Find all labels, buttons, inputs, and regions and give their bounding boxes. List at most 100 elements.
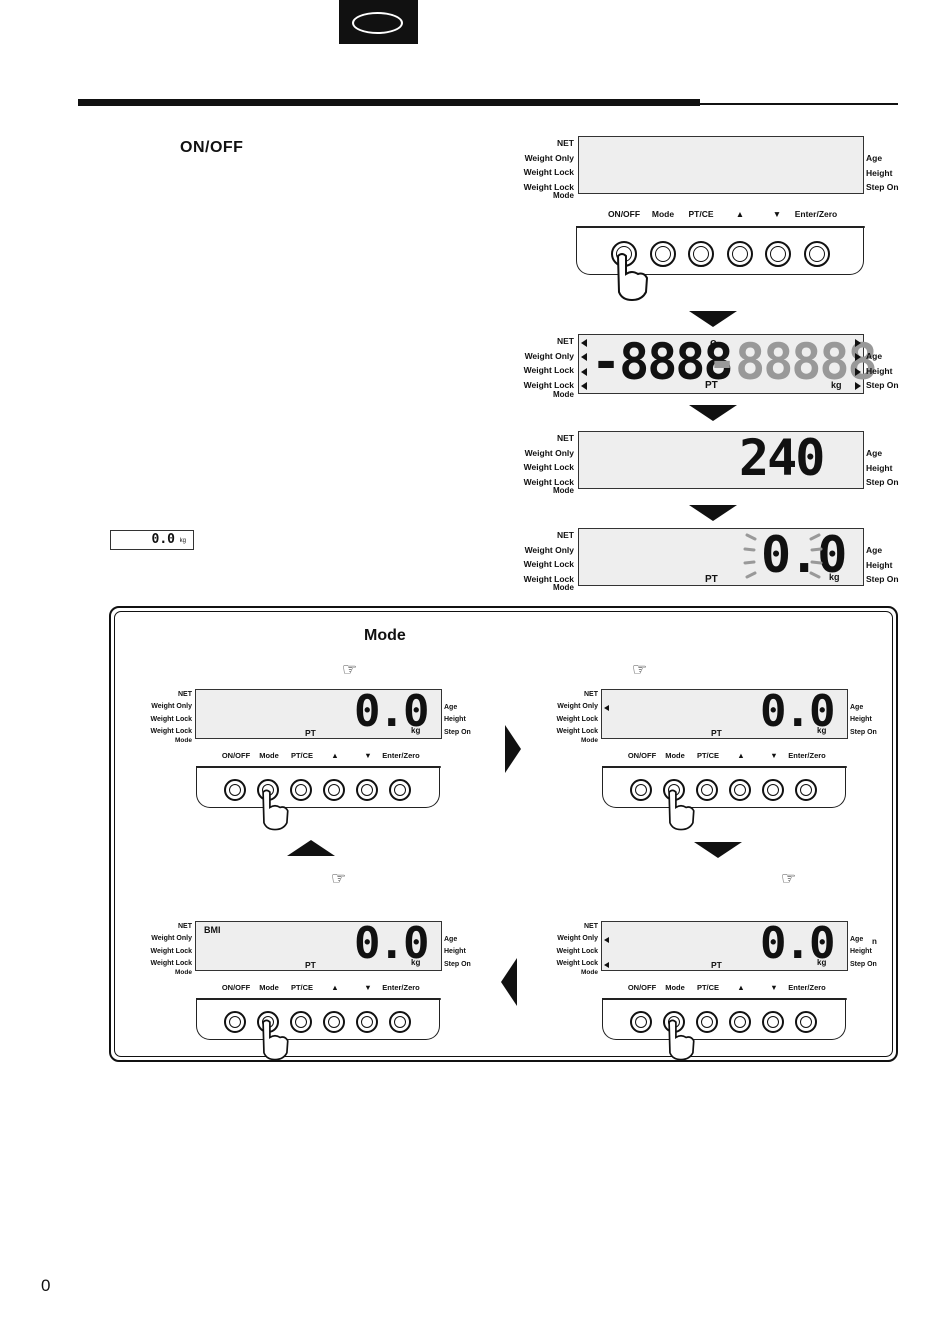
onoff-button[interactable] <box>224 779 246 801</box>
arrow-down-icon <box>689 505 737 521</box>
label-net: NET <box>557 336 574 346</box>
label-age: Age <box>850 936 864 943</box>
down-button[interactable] <box>765 241 791 267</box>
mode-label: Mode <box>665 751 685 760</box>
small-display-unit: kg <box>179 538 186 544</box>
display-blank: NET Weight Only Weight Lock Weight Lock … <box>520 136 900 200</box>
ptce-button[interactable] <box>696 1011 718 1033</box>
enter-zero-button[interactable] <box>795 779 817 801</box>
up-button[interactable] <box>323 1011 345 1033</box>
down-button[interactable] <box>356 779 378 801</box>
label-weight-lock: Weight Lock <box>556 715 598 723</box>
right-labels: Age Height Step On <box>850 934 877 971</box>
lcd-screen: 0.0 PT kg <box>195 686 442 739</box>
lcd-screen <box>578 136 864 194</box>
pointing-hand-icon: ☞ <box>781 869 797 888</box>
ptce-button[interactable] <box>696 779 718 801</box>
unit-indicator: kg <box>411 726 421 735</box>
label-mode: Mode <box>175 737 192 744</box>
label-height: Height <box>444 948 466 956</box>
indicator-left-icon <box>581 382 587 390</box>
label-weight-lock: Weight Lock <box>556 947 598 955</box>
section-rule-thin <box>700 103 898 105</box>
page-number: 0 <box>41 1276 51 1295</box>
label-weight-lock-mode: Weight Lock <box>523 181 574 192</box>
label-height: Height <box>850 716 872 724</box>
onoff-button[interactable] <box>224 1011 246 1033</box>
mode-heading: Mode <box>364 627 406 644</box>
indicator-left-icon <box>604 937 609 943</box>
label-weight-lock: Weight Lock <box>150 715 192 723</box>
label-weight-lock-mode: Weight Lock <box>150 960 192 968</box>
up-button[interactable] <box>729 779 751 801</box>
enter-zero-label: Enter/Zero <box>788 751 826 760</box>
mode-digits: 0.0 <box>354 686 429 737</box>
bmi-indicator: BMI <box>204 925 221 935</box>
label-weight-only: Weight Only <box>151 703 192 711</box>
enter-zero-button[interactable] <box>795 1011 817 1033</box>
arrow-down-icon <box>694 842 742 858</box>
label-net: NET <box>557 138 574 148</box>
label-mode: Mode <box>553 390 574 399</box>
capacity-digits: 240 <box>739 429 825 487</box>
down-button[interactable] <box>762 779 784 801</box>
pointing-hand-icon: ☞ <box>342 660 358 679</box>
label-weight-only: Weight Only <box>524 350 574 361</box>
indicator-left-icon <box>604 705 609 711</box>
enter-zero-button[interactable] <box>389 779 411 801</box>
label-weight-lock-mode: Weight Lock <box>523 476 574 487</box>
down-button[interactable] <box>762 1011 784 1033</box>
onoff-button[interactable] <box>630 1011 652 1033</box>
mode-label: Mode <box>259 751 279 760</box>
mode-label: Mode <box>259 983 279 992</box>
display-zero: NET Weight Only Weight Lock Weight Lock … <box>520 526 900 594</box>
mode-frame-inner <box>114 611 893 1057</box>
up-label: ▲ <box>737 983 745 992</box>
enter-zero-label: Enter/Zero <box>788 983 826 992</box>
up-label: ▲ <box>331 983 339 992</box>
onoff-button[interactable] <box>630 779 652 801</box>
ptce-button[interactable] <box>688 241 714 267</box>
pt-indicator: PT <box>705 380 718 391</box>
test-sub-digits: -88888 <box>707 333 878 391</box>
left-labels: NET Weight Only Weight Lock Weight Lock <box>554 921 598 971</box>
mode-button[interactable] <box>650 241 676 267</box>
blink-rays-icon <box>743 533 823 579</box>
label-age: Age <box>866 545 883 555</box>
enter-zero-button[interactable] <box>804 241 830 267</box>
degree-mark: o <box>710 337 717 349</box>
ptce-button[interactable] <box>290 1011 312 1033</box>
finger-icon <box>668 789 695 831</box>
ptce-button[interactable] <box>290 779 312 801</box>
label-weight-lock-mode: Weight Lock <box>556 728 598 736</box>
oval-icon <box>352 12 403 34</box>
label-step-on: Step On <box>850 728 877 736</box>
label-height: Height <box>866 559 893 570</box>
button-panel <box>195 766 441 808</box>
left-labels: NET Weight Only Weight Lock Weight Lock <box>554 689 598 739</box>
onoff-label: ON/OFF <box>627 751 657 760</box>
label-age: Age <box>850 704 864 711</box>
up-button[interactable] <box>323 779 345 801</box>
label-age: Age <box>866 351 883 361</box>
up-button[interactable] <box>729 1011 751 1033</box>
label-weight-lock-mode: Weight Lock <box>150 728 192 736</box>
up-button[interactable] <box>727 241 753 267</box>
finger-icon <box>262 789 289 831</box>
button-panel <box>601 766 847 808</box>
small-display-value: 0.0 <box>151 532 175 547</box>
button-panel <box>575 226 865 275</box>
label-net: NET <box>178 923 192 930</box>
label-weight-only: Weight Only <box>524 152 574 163</box>
down-button[interactable] <box>356 1011 378 1033</box>
enter-zero-label: Enter/Zero <box>794 209 838 219</box>
ptce-label: PT/CE <box>696 983 720 992</box>
label-step-on: Step On <box>866 574 899 585</box>
label-net: NET <box>178 691 192 698</box>
button-panel <box>195 998 441 1040</box>
enter-zero-button[interactable] <box>389 1011 411 1033</box>
left-labels: NET Weight Only Weight Lock Weight Lock <box>148 689 192 739</box>
unit-indicator: kg <box>831 380 842 390</box>
indicator-left-icon <box>604 962 609 968</box>
label-step-on: Step On <box>444 960 471 968</box>
